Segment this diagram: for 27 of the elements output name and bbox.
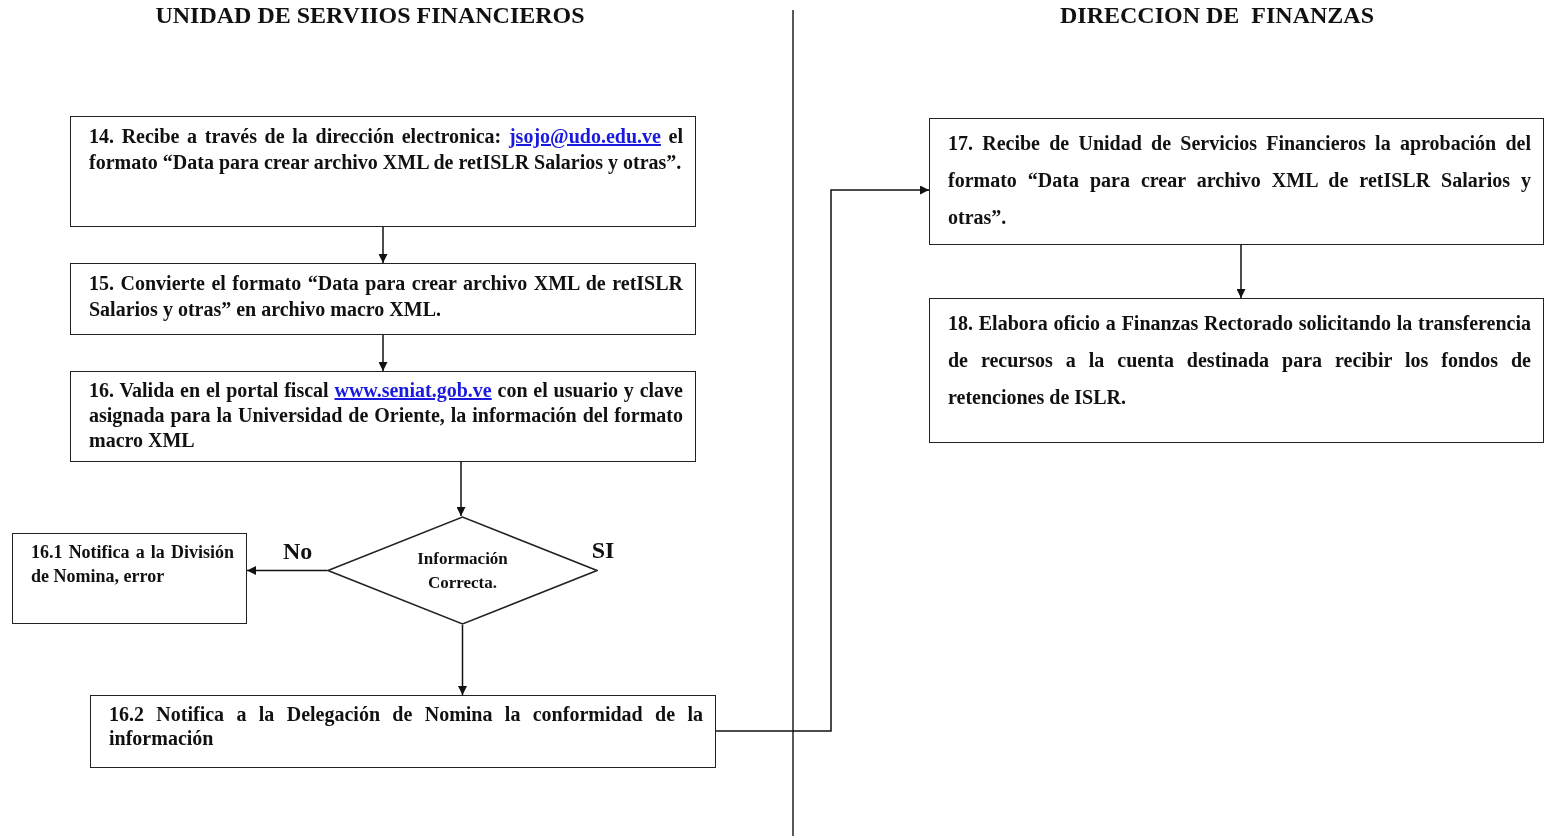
step-text: 16.2 Notifica a la Delegación de Nomina la conformidad de la información xyxy=(109,702,703,750)
process-box xyxy=(929,298,1544,443)
decision-text: Información Correcta. xyxy=(416,547,509,594)
step-text: 16. Valida en el portal fiscal www.seniat.gob.ve con el usuario y clave asignada para la Universidad de Oriente, la información del formato macro XML xyxy=(89,378,683,453)
lane-heading: UNIDAD DE SERVIIOS FINANCIEROS xyxy=(155,2,585,29)
step-text: 14. Recibe a través de la dirección electronica: jsojo@udo.edu.ve el formato “Data para crear archivo XML de retISLR Salarios y otras”. xyxy=(89,124,683,175)
step-text: 15. Convierte el formato “Data para crear archivo XML de retISLR Salarios y otras” en archivo macro XML. xyxy=(89,271,683,322)
arrow xyxy=(715,185,930,732)
process-box xyxy=(90,695,716,768)
arrow xyxy=(458,624,467,696)
arrow xyxy=(378,334,388,372)
lane-heading: DIRECCION DE FINANZAS xyxy=(1060,2,1374,29)
arrow xyxy=(246,566,328,575)
process-box xyxy=(70,263,696,335)
process-box xyxy=(70,371,696,462)
process-box xyxy=(929,118,1544,245)
process-box xyxy=(70,116,696,227)
hyperlink: www.seniat.gob.ve xyxy=(334,379,492,401)
process-box xyxy=(12,533,247,624)
step-text: 16.1 Notifica a la División de Nomina, error xyxy=(31,541,234,588)
step-text: 18. Elabora oficio a Finanzas Rectorado solicitando la transferencia de recursos a la cuenta destinada para recibir los fondos de retenciones de ISLR. xyxy=(948,311,1531,410)
arrow xyxy=(1236,244,1246,299)
branch-label: SI xyxy=(591,537,615,564)
hyperlink: jsojo@udo.edu.ve xyxy=(508,125,661,147)
arrow xyxy=(378,226,388,264)
arrow xyxy=(456,461,466,517)
step-text: 17. Recibe de Unidad de Servicios Financieros la aprobación del formato “Data para crear archivo XML de retISLR Salarios y otras”. xyxy=(948,131,1531,230)
